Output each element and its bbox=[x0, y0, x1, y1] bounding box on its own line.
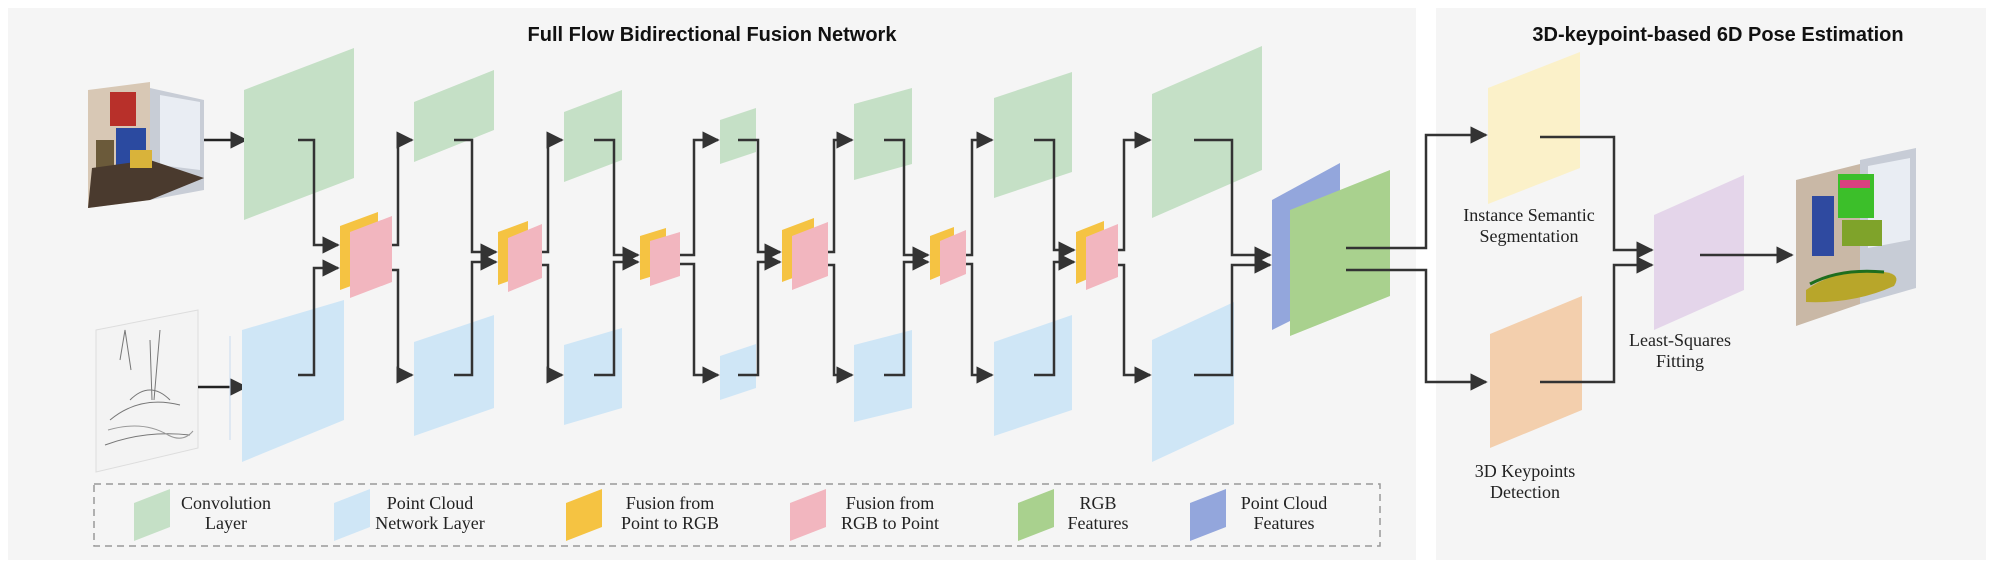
fusion-block-1 bbox=[340, 212, 392, 298]
conv-layer-6 bbox=[994, 72, 1072, 198]
legend-label-point-cloud-network-line2: Network Layer bbox=[375, 513, 484, 533]
legend-item-point-cloud-features: Point Cloud Features bbox=[1190, 489, 1327, 541]
conv-layer-4 bbox=[720, 108, 756, 164]
pose-result-image bbox=[1796, 148, 1916, 326]
legend-label-rgb-features-line2: Features bbox=[1068, 513, 1129, 533]
legend-item-rgb-features: RGB Features bbox=[1018, 489, 1128, 541]
legend-label-point-cloud-network-line1: Point Cloud bbox=[387, 493, 474, 513]
connector-paths bbox=[298, 131, 1272, 384]
legend-label-point-to-rgb-line2: Point to RGB bbox=[621, 513, 719, 533]
point-cloud-layer-4 bbox=[720, 344, 756, 400]
fusion-block-4 bbox=[782, 218, 828, 290]
conv-layer-5 bbox=[854, 88, 912, 180]
legend-label-rgb-to-point-line1: Fusion from bbox=[846, 493, 935, 513]
conv-layer-7 bbox=[1152, 46, 1262, 218]
legend-label-point-cloud-features-line1: Point Cloud bbox=[1241, 493, 1328, 513]
legend-item-point-cloud-network: Point Cloud Network Layer bbox=[334, 489, 485, 541]
legend-label-convolution-line1: Convolution bbox=[181, 493, 271, 513]
point-cloud-layer-7 bbox=[1152, 302, 1234, 462]
head-connectors bbox=[1346, 126, 1488, 391]
rgb-input-image bbox=[88, 82, 204, 208]
keypoints-label-line2: Detection bbox=[1490, 482, 1560, 502]
fusion-block-3 bbox=[640, 228, 680, 286]
keypoints-head bbox=[1490, 296, 1582, 448]
legend-swatch-convolution bbox=[134, 489, 170, 541]
least-squares-label-line2: Fitting bbox=[1656, 351, 1704, 371]
legend-label-point-to-rgb-line1: Fusion from bbox=[626, 493, 715, 513]
conv-layer-3 bbox=[564, 90, 622, 182]
legend-item-point-to-rgb: Fusion from Point to RGB bbox=[566, 489, 719, 541]
legend-label-point-cloud-features-line2: Features bbox=[1254, 513, 1315, 533]
point-cloud-layer-1 bbox=[242, 300, 344, 462]
conv-layer-1 bbox=[244, 48, 354, 220]
legend-swatch-rgb-to-point bbox=[790, 489, 826, 541]
legend-swatch-point-to-rgb bbox=[566, 489, 602, 541]
right-panel-title: 3D-keypoint-based 6D Pose Estimation bbox=[1532, 24, 1903, 46]
least-squares-block bbox=[1654, 175, 1744, 330]
rgb-features bbox=[1290, 170, 1390, 336]
fusion-block-2 bbox=[498, 221, 542, 292]
legend-label-rgb-to-point-line2: RGB to Point bbox=[841, 513, 939, 533]
conv-layer-2 bbox=[414, 70, 494, 162]
legend-label-rgb-features-line1: RGB bbox=[1079, 493, 1116, 513]
point-cloud-layer-5 bbox=[854, 330, 912, 422]
legend-label-convolution-line2: Layer bbox=[205, 513, 247, 533]
legend-swatch-point-cloud-network bbox=[334, 489, 370, 541]
legend-box bbox=[93, 483, 1381, 547]
keypoints-label-line1: 3D Keypoints bbox=[1475, 461, 1576, 481]
least-squares-label-line1: Least-Squares bbox=[1629, 330, 1731, 350]
segmentation-label-line1: Instance Semantic bbox=[1463, 205, 1594, 225]
point-cloud-layer-3 bbox=[564, 328, 622, 425]
fusion-block-5 bbox=[930, 227, 966, 285]
segmentation-label-line2: Segmentation bbox=[1480, 226, 1579, 246]
left-panel-title: Full Flow Bidirectional Fusion Network bbox=[528, 24, 898, 46]
fusion-block-6 bbox=[1076, 221, 1118, 290]
legend-swatch-rgb-features bbox=[1018, 489, 1054, 541]
depth-input-image bbox=[95, 309, 199, 473]
point-cloud-layer-6 bbox=[994, 315, 1072, 436]
legend-swatch-point-cloud-features bbox=[1190, 489, 1226, 541]
segmentation-head bbox=[1488, 52, 1580, 204]
legend-item-convolution: Convolution Layer bbox=[134, 489, 271, 541]
fitting-connectors bbox=[1540, 135, 1654, 384]
legend-item-rgb-to-point: Fusion from RGB to Point bbox=[790, 489, 939, 541]
